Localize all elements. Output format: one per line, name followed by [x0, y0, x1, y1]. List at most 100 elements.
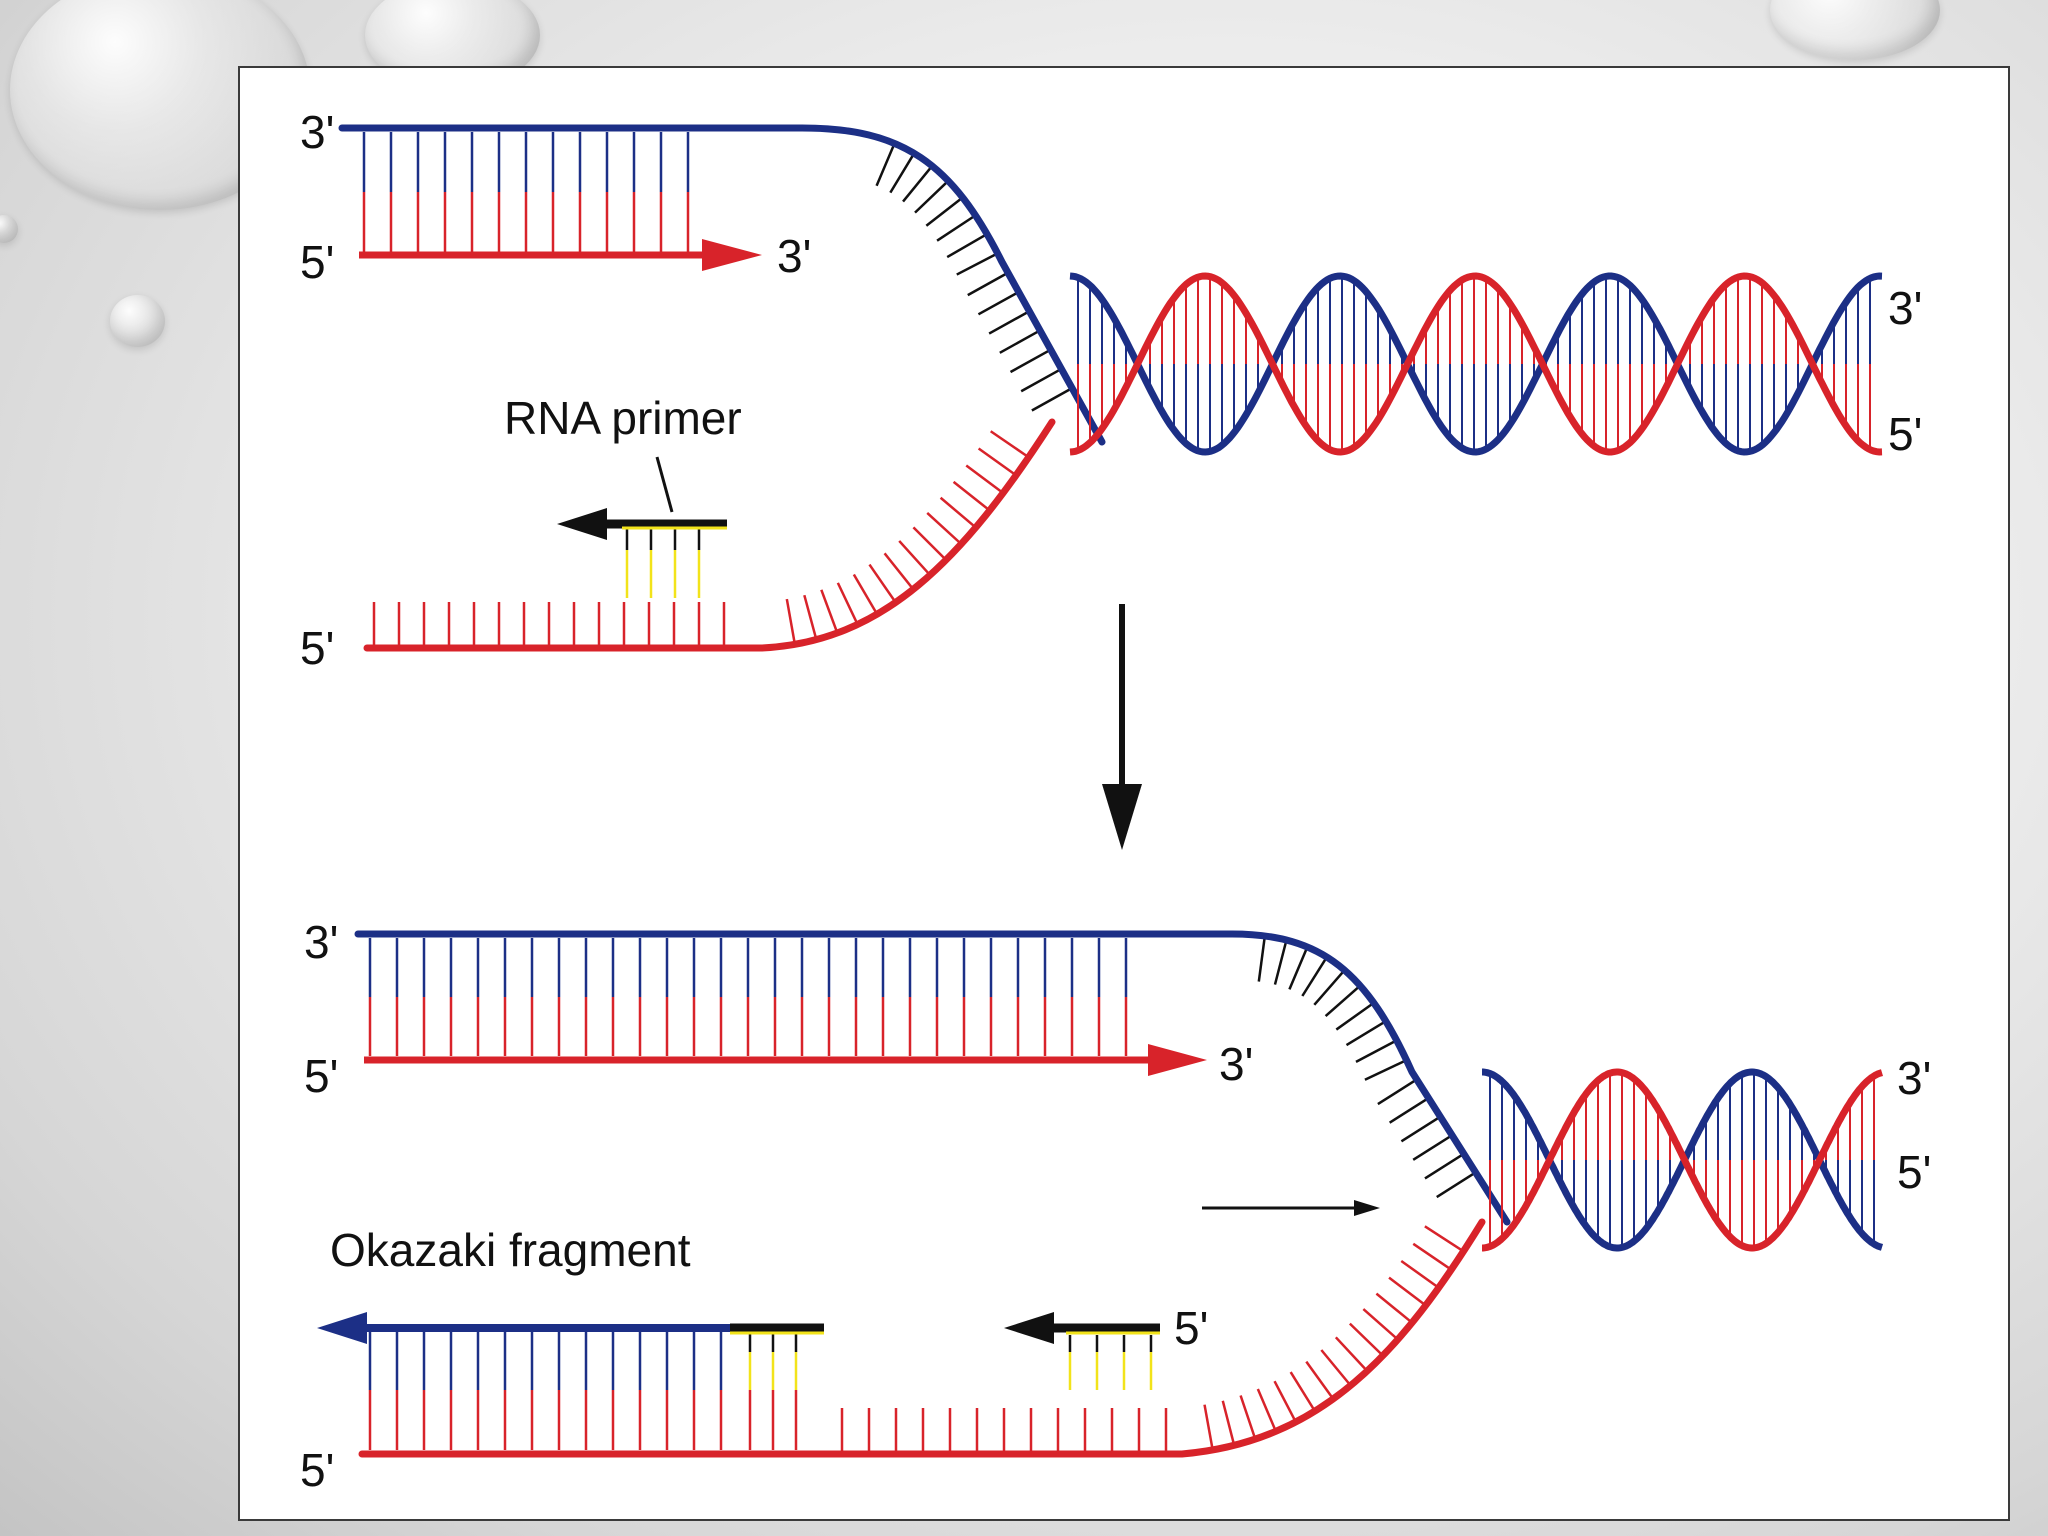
base-pair-ticks	[362, 132, 1477, 1452]
helix-red-strand	[1069, 272, 1883, 456]
top-lagging-5prime-label: 5'	[300, 622, 334, 674]
base-pair-tick	[820, 589, 839, 634]
top-primer-arrowhead	[557, 508, 607, 540]
bottom-primer-5prime-label: 5'	[1174, 1302, 1208, 1354]
base-pair-tick	[1375, 1292, 1413, 1324]
base-pair-tick	[1221, 1400, 1236, 1446]
base-pair-tick	[926, 512, 963, 545]
base-pair-tick	[889, 152, 916, 194]
base-pair-tick	[1412, 1242, 1453, 1271]
base-pair-tick	[952, 480, 991, 512]
base-pair-tick	[1424, 1225, 1465, 1253]
okazaki-arrowhead	[317, 1312, 367, 1344]
top-lagging-template-strand	[363, 418, 1056, 652]
base-pair-tick	[1388, 1276, 1427, 1307]
base-pair-tick	[1020, 367, 1063, 393]
top-helix-3prime-label: 3'	[1888, 282, 1922, 334]
base-pair-tick	[1436, 1171, 1477, 1199]
base-pair-tick	[1400, 1115, 1441, 1143]
bottom-template-strand	[354, 930, 1511, 1226]
bottom-leading-3prime-label: 3'	[1219, 1038, 1253, 1090]
base-pair-tick	[1355, 1039, 1398, 1063]
base-pair-tick	[836, 582, 859, 625]
base-pair-tick	[785, 598, 797, 645]
base-pair-tick	[1424, 1152, 1465, 1180]
decorative-bubble	[1770, 0, 1940, 60]
new-primer-arrowhead	[1004, 1312, 1054, 1344]
base-pair-tick	[1256, 1388, 1278, 1432]
base-pair-tick	[1334, 1336, 1369, 1372]
base-pair-tick	[946, 232, 988, 259]
top-template-3prime-label: 3'	[300, 106, 334, 158]
base-pair-tick	[902, 165, 934, 203]
base-pair-tick	[875, 142, 896, 187]
base-pair-tick	[965, 464, 1004, 495]
base-pair-tick	[977, 447, 1017, 477]
bottom-double-helix	[1482, 1068, 1884, 1252]
base-pair-tick	[1412, 1134, 1453, 1161]
base-pair-tick	[967, 271, 1009, 297]
base-pair-tick	[1305, 1360, 1335, 1400]
top-double-helix	[1069, 272, 1883, 456]
top-leading-arrowhead	[702, 239, 762, 271]
base-pair-tick	[1364, 1058, 1408, 1081]
bottom-leading-5prime-label: 5'	[304, 1050, 338, 1102]
bottom-lagging-5prime-label: 5'	[300, 1444, 334, 1496]
base-pair-tick	[1313, 969, 1346, 1006]
top-leading-5prime-label: 5'	[300, 236, 334, 288]
decorative-bubble	[0, 215, 18, 243]
base-pair-tick	[1031, 387, 1073, 412]
fork-direction-arrow-icon	[1202, 1200, 1380, 1216]
base-pair-tick	[1273, 939, 1288, 985]
base-pair-tick	[1348, 1322, 1384, 1357]
base-pair-tick	[1335, 1001, 1375, 1031]
base-pair-tick	[914, 179, 950, 214]
base-pair-tick	[1288, 946, 1309, 990]
base-pair-tick	[1289, 1371, 1316, 1412]
base-pair-tick	[1273, 1380, 1297, 1423]
base-pair-tick	[1345, 1020, 1387, 1047]
base-pair-tick	[1320, 1349, 1352, 1387]
primer-label-pointer	[655, 456, 674, 513]
base-pair-tick	[1009, 348, 1052, 374]
base-pair-tick	[868, 563, 897, 604]
base-pair-tick	[1362, 1308, 1399, 1341]
helix-red-strand	[1482, 1068, 1884, 1252]
bottom-lagging-template-strand	[358, 1218, 1486, 1458]
base-pair-tick	[1257, 935, 1267, 982]
base-pair-tick	[1324, 984, 1361, 1017]
bottom-helix-3prime-label: 3'	[1897, 1052, 1931, 1104]
down-arrow-icon	[1102, 604, 1142, 850]
base-pair-tick	[1239, 1395, 1257, 1440]
diagram-panel: 3' 5' 3' RNA primer 5' 3' 5' 3' 5'	[238, 66, 2010, 1521]
okazaki-fragment-label: Okazaki fragment	[330, 1224, 691, 1276]
bottom-leading-arrowhead	[1148, 1044, 1207, 1076]
top-leading-3prime-label: 3'	[777, 230, 811, 282]
base-pair-tick	[1388, 1097, 1430, 1124]
base-pair-tick	[803, 594, 818, 640]
base-pair-tick	[1301, 956, 1328, 997]
base-pair-tick	[852, 573, 879, 615]
top-replication-fork: 3' 5' 3' RNA primer 5' 3' 5'	[300, 106, 1922, 674]
base-pair-tick	[956, 252, 999, 276]
base-pair-tick	[999, 329, 1041, 354]
bottom-helix-5prime-label: 5'	[1897, 1146, 1931, 1198]
base-pair-tick	[883, 552, 915, 591]
bottom-replication-fork: 3' 5' 3' Okazaki fragment 5' 5' 3' 5'	[300, 916, 1931, 1496]
base-pair-tick	[977, 290, 1020, 316]
base-pair-tick	[898, 540, 931, 576]
base-pair-tick	[989, 430, 1030, 459]
base-pair-tick	[912, 526, 947, 561]
base-pair-tick	[1203, 1404, 1214, 1451]
top-template-strand	[338, 124, 1106, 446]
base-pair-tick	[988, 310, 1030, 335]
helix-blue-strand	[1069, 272, 1883, 456]
bottom-template-3prime-label: 3'	[304, 916, 338, 968]
base-pair-tick	[925, 196, 964, 227]
rna-primer-label: RNA primer	[504, 392, 742, 444]
base-pair-tick	[1377, 1078, 1418, 1106]
base-pair-tick	[939, 496, 977, 529]
base-pair-tick	[1400, 1259, 1440, 1289]
decorative-bubble	[110, 295, 165, 347]
base-pair-tick	[936, 214, 977, 242]
